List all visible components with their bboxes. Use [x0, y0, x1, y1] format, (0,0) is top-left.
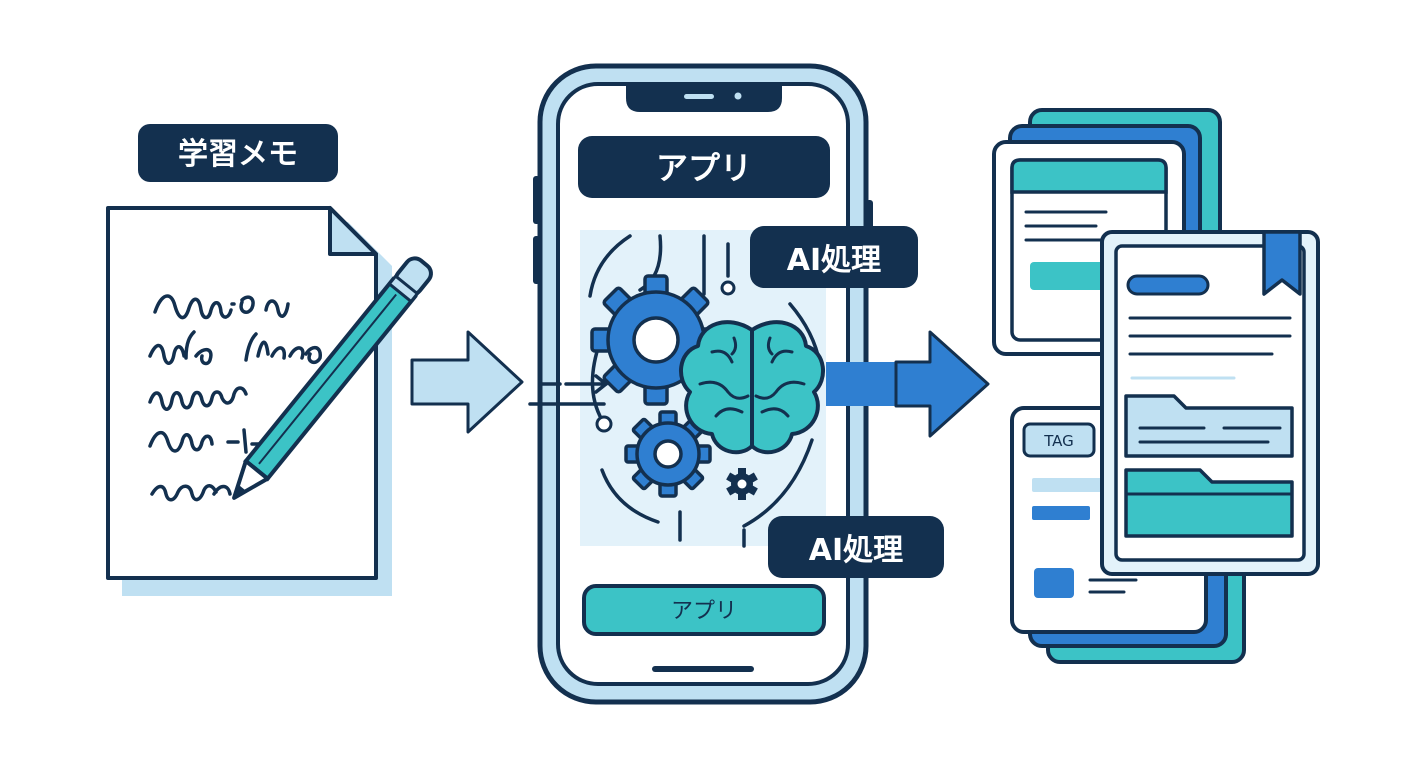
tag-label: TAG	[1043, 432, 1074, 450]
app-button[interactable]: アプリ	[582, 584, 826, 636]
document-icon	[106, 206, 392, 596]
app-header: アプリ	[578, 136, 830, 198]
bookmark-icon	[1262, 230, 1302, 296]
app-header-label: アプリ	[656, 149, 752, 187]
memo-label: 学習メモ	[178, 137, 298, 172]
brain-icon	[678, 320, 826, 455]
ai-label-top: AI処理	[787, 243, 881, 278]
ai-label-bottom-badge: AI処理	[768, 516, 944, 578]
gear-icon	[726, 468, 758, 500]
phone-device: アプリ	[528, 63, 944, 705]
app-button-label: アプリ	[671, 599, 737, 624]
folder-icon	[1124, 468, 1294, 538]
output-section: TAG	[992, 108, 1320, 664]
arrow-right-icon	[410, 330, 524, 434]
note-card-front	[1100, 230, 1320, 576]
pencil-icon	[232, 256, 433, 500]
folder-icon	[1124, 394, 1294, 458]
ai-label-bottom: AI処理	[809, 533, 903, 568]
memo-label-badge: 学習メモ	[138, 124, 338, 182]
memo-section: 学習メモ	[106, 124, 433, 596]
arrow-right-icon	[826, 330, 990, 438]
ai-label-top-badge: AI処理	[750, 226, 918, 288]
